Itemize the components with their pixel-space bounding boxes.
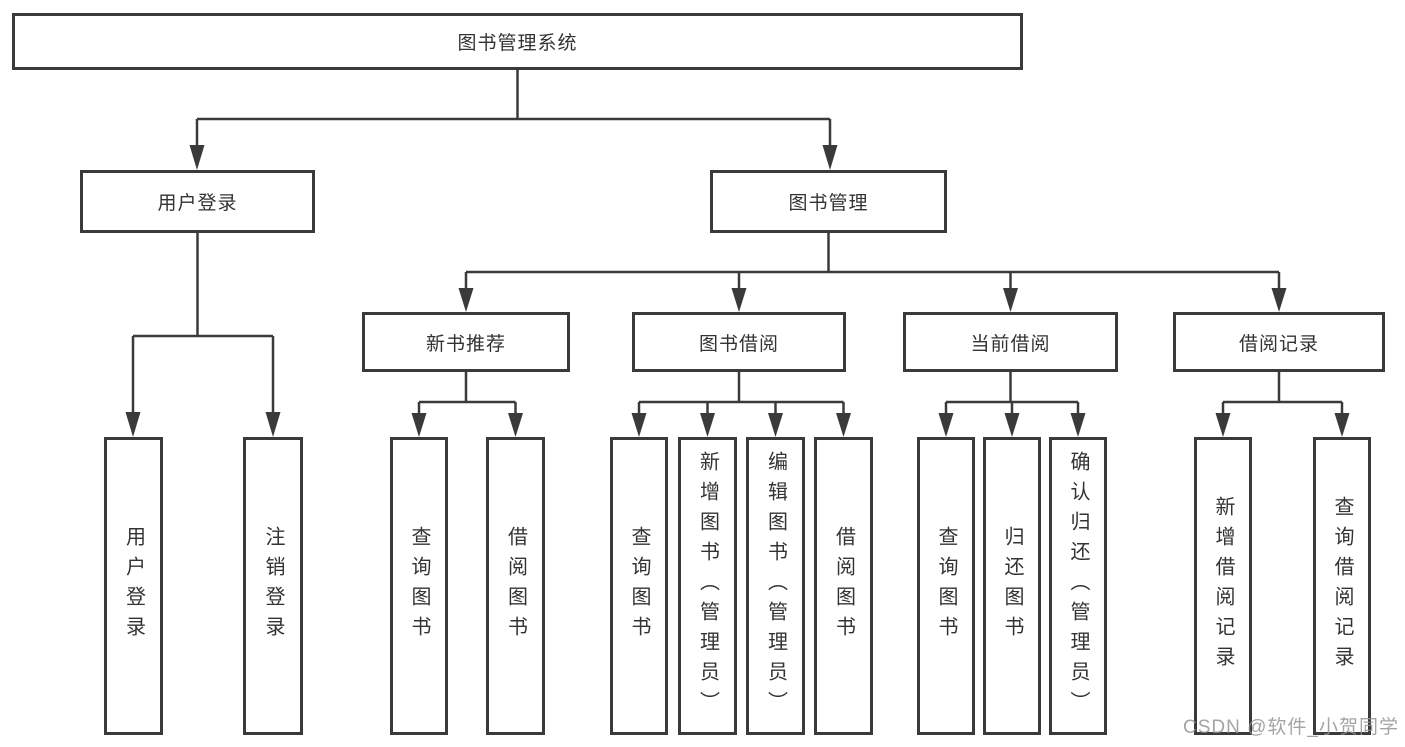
node-book-borrowing: 图书借阅	[632, 312, 846, 372]
leaf-borrow-books-borrowing: 借阅图书	[814, 437, 873, 735]
leaf-confirm-return-admin-label: 确认归还（管理员）	[1067, 451, 1089, 721]
leaf-query-books-recommend: 查询图书	[390, 437, 448, 735]
leaf-add-borrow-record-label: 新增借阅记录	[1212, 496, 1234, 676]
node-current-borrowing-label: 当前借阅	[970, 333, 1051, 355]
leaf-query-books-borrowing: 查询图书	[610, 437, 668, 735]
leaf-borrow-books-recommend: 借阅图书	[486, 437, 545, 735]
leaf-query-books-borrowing-label: 查询图书	[628, 526, 650, 646]
node-book-management-label: 图书管理	[788, 193, 869, 214]
node-user-login-branch-label: 用户登录	[157, 193, 238, 214]
leaf-query-books-current: 查询图书	[917, 437, 975, 735]
leaf-add-books-admin: 新增图书（管理员）	[678, 437, 737, 735]
node-book-borrowing-label: 图书借阅	[698, 333, 779, 355]
node-current-borrowing: 当前借阅	[903, 312, 1118, 372]
node-root-label: 图书管理系统	[457, 33, 578, 54]
leaf-query-borrow-record: 查询借阅记录	[1313, 437, 1371, 735]
leaf-query-books-recommend-label: 查询图书	[408, 526, 430, 646]
leaf-borrow-books-borrowing-label: 借阅图书	[832, 526, 855, 646]
node-new-book-recommend-label: 新书推荐	[425, 333, 506, 355]
node-book-management: 图书管理	[710, 170, 947, 233]
leaf-edit-books-admin: 编辑图书（管理员）	[746, 437, 805, 735]
leaf-borrow-books-recommend-label: 借阅图书	[504, 526, 527, 646]
leaf-query-books-current-label: 查询图书	[935, 526, 957, 646]
leaf-return-books: 归还图书	[983, 437, 1041, 735]
leaf-logout: 注销登录	[243, 437, 303, 735]
leaf-confirm-return-admin: 确认归还（管理员）	[1049, 437, 1107, 735]
node-borrowing-records: 借阅记录	[1173, 312, 1385, 372]
leaf-edit-books-admin-label: 编辑图书（管理员）	[764, 451, 787, 721]
node-borrowing-records-label: 借阅记录	[1238, 333, 1319, 355]
csdn-watermark: CSDN @软件_小贺同学	[1183, 717, 1399, 738]
leaf-query-borrow-record-label: 查询借阅记录	[1331, 496, 1353, 676]
node-root: 图书管理系统	[12, 13, 1023, 70]
leaf-add-books-admin-label: 新增图书（管理员）	[696, 451, 719, 721]
leaf-user-login: 用户登录	[104, 437, 163, 735]
node-new-book-recommend: 新书推荐	[362, 312, 570, 372]
leaf-return-books-label: 归还图书	[1001, 526, 1023, 646]
leaf-user-login-label: 用户登录	[122, 526, 145, 646]
node-user-login-branch: 用户登录	[80, 170, 315, 233]
leaf-add-borrow-record: 新增借阅记录	[1194, 437, 1252, 735]
leaf-logout-label: 注销登录	[262, 526, 284, 646]
